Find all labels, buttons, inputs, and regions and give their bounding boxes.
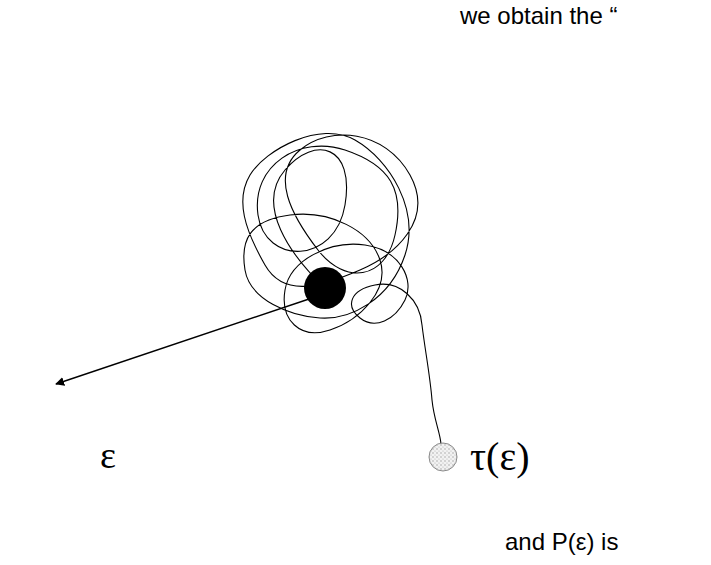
- exit-time-label: τ(ε): [470, 434, 530, 480]
- region-outline: [22, 25, 502, 505]
- slide-text: and P(ε) is: [505, 528, 618, 556]
- radius-arrow: [56, 298, 312, 384]
- radius-symbol: ε: [100, 435, 116, 477]
- slide-text: we obtain the “: [460, 2, 617, 30]
- random-walk-path: [243, 133, 441, 444]
- start-point: [304, 267, 346, 309]
- escape-region: ε: [22, 25, 502, 505]
- region-circle: [23, 26, 501, 504]
- slide-background-strip: [0, 0, 48, 565]
- exit-point: [429, 443, 457, 471]
